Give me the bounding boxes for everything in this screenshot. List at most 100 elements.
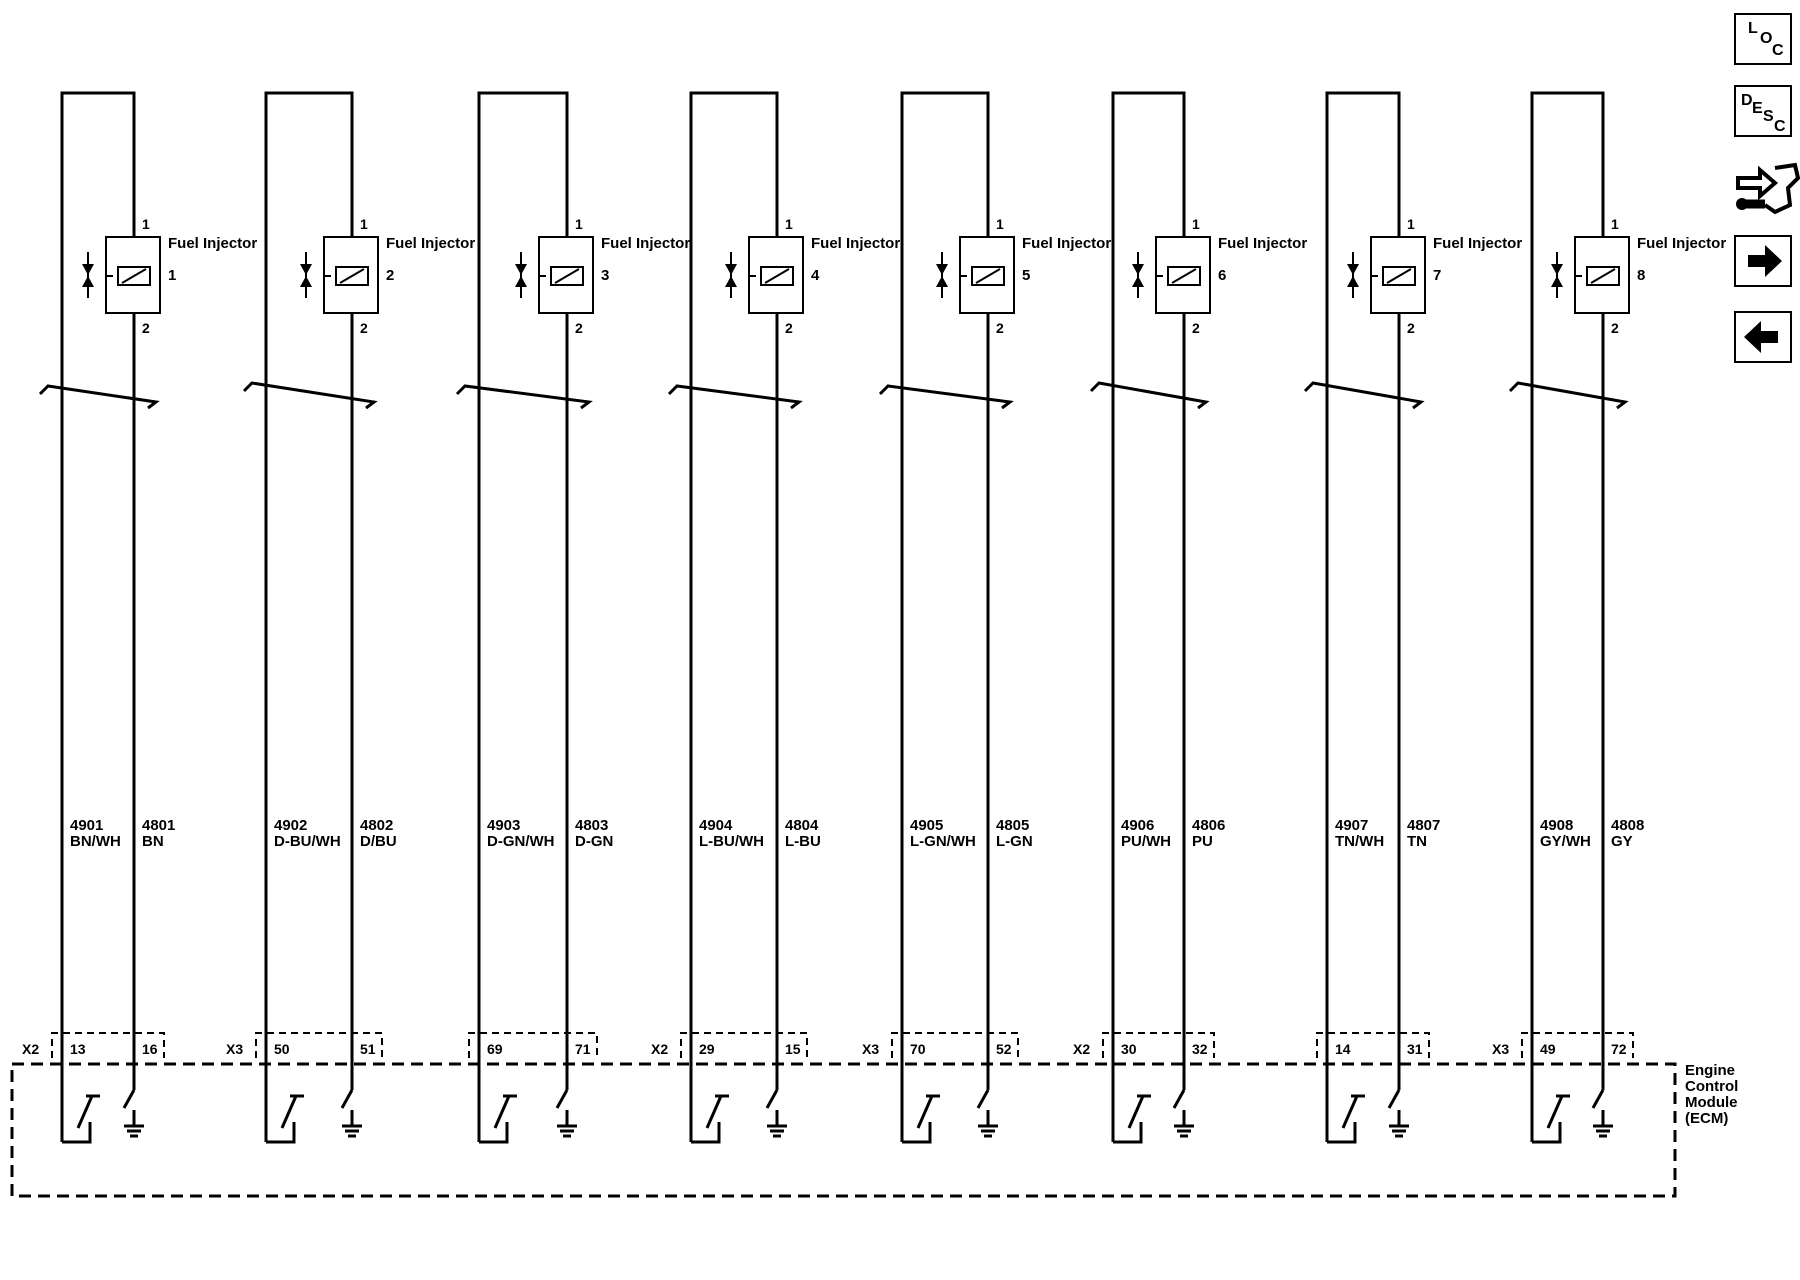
arrow-right-icon	[1748, 245, 1782, 277]
connector-pin: 13	[70, 1041, 86, 1057]
wire-loop	[1325, 91, 1401, 1142]
injector-pin-1: 1	[1192, 216, 1200, 232]
wire-color: L-GN	[996, 833, 1033, 850]
injector-pin-2: 2	[1611, 320, 1619, 336]
ground-icon	[122, 1089, 144, 1138]
valve-icon	[1132, 252, 1144, 298]
circuit-number: 4801	[142, 817, 175, 834]
wire-color: GY	[1611, 833, 1633, 850]
driver-switch-icon	[62, 1094, 100, 1144]
connector-pin: 16	[142, 1041, 158, 1057]
connector-pin: 15	[785, 1041, 801, 1057]
wire-color: D-GN	[575, 833, 613, 850]
circuit-number: 4803	[575, 817, 608, 834]
ground-icon	[976, 1089, 998, 1138]
break-line	[667, 384, 803, 410]
connector-pin: 31	[1407, 1041, 1423, 1057]
injector-number: 8	[1637, 267, 1645, 284]
driver-switch-icon	[1327, 1094, 1365, 1144]
wire-loop	[60, 91, 136, 1142]
circuit-number: 4906	[1121, 817, 1154, 834]
break-line	[455, 384, 593, 410]
break-line	[38, 384, 160, 410]
desc-button[interactable]: D E S C	[1734, 85, 1792, 137]
circuit-number: 4802	[360, 817, 393, 834]
injector-label: Fuel Injector	[811, 235, 900, 252]
injector-pin-2: 2	[360, 320, 368, 336]
svg-text:L: L	[1748, 20, 1758, 37]
ground-icon	[340, 1089, 362, 1138]
injector-label: Fuel Injector	[601, 235, 690, 252]
connector-pin: 52	[996, 1041, 1012, 1057]
connector-icon[interactable]	[1736, 162, 1800, 215]
next-button[interactable]	[1734, 235, 1792, 287]
loc-button[interactable]: L O C	[1734, 13, 1792, 65]
circuit-number: 4904	[699, 817, 733, 834]
injector-pin-2: 2	[996, 320, 1004, 336]
connector-pin: 70	[910, 1041, 926, 1057]
injector-number: 7	[1433, 267, 1441, 284]
svg-text:C: C	[1774, 118, 1786, 135]
circuit-number: 4907	[1335, 817, 1368, 834]
ground-icon	[555, 1089, 577, 1138]
injector-pin-1: 1	[785, 216, 793, 232]
driver-switch-icon	[1532, 1094, 1570, 1144]
break-line	[1089, 381, 1210, 410]
injector-number: 3	[601, 267, 609, 284]
valve-icon	[82, 252, 94, 298]
injector-pin-2: 2	[575, 320, 583, 336]
injector-pin-2: 2	[142, 320, 150, 336]
injector-label: Fuel Injector	[386, 235, 475, 252]
circuit-number: 4902	[274, 817, 307, 834]
wire-color: L-BU	[785, 833, 821, 850]
injector-label: Fuel Injector	[1022, 235, 1111, 252]
svg-text:S: S	[1763, 108, 1774, 125]
svg-text:C: C	[1772, 42, 1784, 59]
connector-pin: 51	[360, 1041, 376, 1057]
circuit-number: 4804	[785, 817, 819, 834]
circuit-number: 4805	[996, 817, 1029, 834]
injector-pin-1: 1	[142, 216, 150, 232]
circuit-number: 4807	[1407, 817, 1440, 834]
previous-button[interactable]	[1734, 311, 1792, 363]
connector-id: X2	[1073, 1041, 1090, 1057]
connector-id: X2	[22, 1041, 39, 1057]
wire-color: L-GN/WH	[910, 833, 976, 850]
circuit-number: 4908	[1540, 817, 1573, 834]
wire-color: TN	[1407, 833, 1427, 850]
wire-color: BN/WH	[70, 833, 121, 850]
wire-color: D-BU/WH	[274, 833, 341, 850]
arrow-left-icon	[1744, 321, 1778, 353]
connector-id: X2	[651, 1041, 668, 1057]
connector-outline	[1316, 1032, 1430, 1058]
connector-outline	[891, 1032, 1019, 1058]
break-line	[1508, 381, 1629, 410]
break-line	[878, 384, 1014, 410]
wire-loop	[264, 91, 354, 1142]
injector-number: 4	[811, 267, 820, 284]
connector-pin: 30	[1121, 1041, 1137, 1057]
wire-color: PU/WH	[1121, 833, 1171, 850]
injector-number: 6	[1218, 267, 1226, 284]
circuit-number: 4905	[910, 817, 943, 834]
driver-switch-icon	[479, 1094, 517, 1144]
svg-text:O: O	[1760, 30, 1772, 47]
connector-id: X3	[862, 1041, 879, 1057]
connector-pin: 69	[487, 1041, 503, 1057]
ecm-label-line-3: Module	[1685, 1094, 1738, 1111]
injector-number: 2	[386, 267, 394, 284]
ground-icon	[1591, 1089, 1613, 1138]
driver-switch-icon	[691, 1094, 729, 1144]
connector-pin: 50	[274, 1041, 290, 1057]
circuit-number: 4806	[1192, 817, 1225, 834]
ground-icon	[1172, 1089, 1194, 1138]
circuit-number: 4901	[70, 817, 103, 834]
injector-label: Fuel Injector	[1218, 235, 1307, 252]
injector-pin-1: 1	[360, 216, 368, 232]
wire-loop	[900, 91, 990, 1142]
svg-text:E: E	[1752, 100, 1763, 117]
